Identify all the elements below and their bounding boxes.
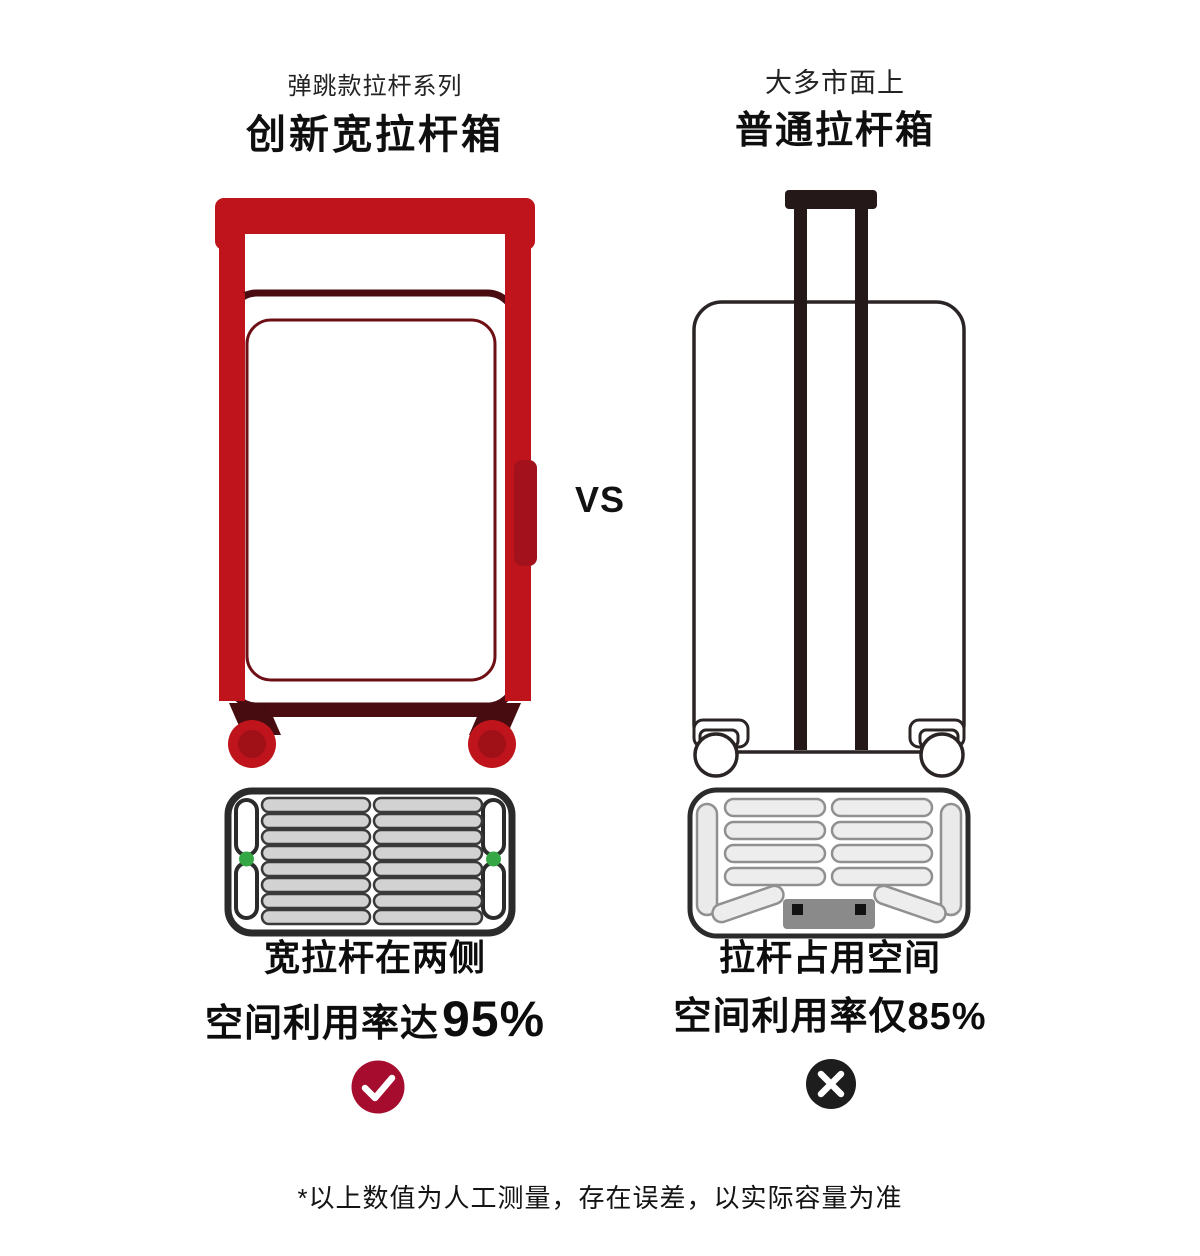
trolley-housing-block — [783, 899, 875, 929]
trolley-pole-left — [794, 205, 807, 750]
right-caption-line1: 拉杆占用空间 — [718, 937, 941, 978]
standard-trolley-topview-illustration — [687, 787, 971, 939]
right-tagline: 大多市面上 — [765, 68, 905, 98]
trolley-pole-socket — [792, 904, 803, 915]
packed-items — [260, 796, 484, 926]
side-item — [939, 802, 963, 917]
left-caption-prefix: 空间利用率达 — [204, 1003, 439, 1045]
wheel-right-hub — [478, 730, 506, 758]
side-tube-slot — [234, 798, 259, 857]
left-utilization-value: 95% — [441, 991, 546, 1047]
footnote: *以上数值为人工测量，存在误差，以实际容量为准 — [297, 1183, 903, 1213]
side-tube-slot — [234, 861, 259, 920]
trolley-pole-right — [855, 205, 868, 750]
suitcase-front-panel — [245, 318, 497, 682]
tube-indicator-dot — [239, 851, 254, 867]
side-tube-slot — [481, 798, 506, 857]
right-title: 普通拉杆箱 — [734, 110, 935, 152]
trolley-grip — [785, 190, 877, 209]
left-caption-line1: 宽拉杆在两侧 — [263, 937, 486, 978]
wide-trolley-topview-illustration — [224, 787, 516, 937]
right-caption-line2: 空间利用率仅85% — [673, 996, 987, 1038]
left-title: 创新宽拉杆箱 — [246, 113, 504, 157]
wide-trolley-suitcase-illustration — [215, 198, 537, 768]
wheel-left-hub — [238, 730, 266, 758]
left-header: 弹跳款拉杆系列 创新宽拉杆箱 — [205, 72, 545, 158]
wheel-right — [919, 732, 965, 778]
wheel-left — [693, 732, 739, 778]
tilted-item — [873, 884, 947, 924]
bottom-bar — [235, 703, 513, 717]
trolley-pole-socket — [855, 904, 866, 915]
side-item — [695, 802, 719, 917]
tilted-item — [711, 884, 785, 924]
vs-label: VS — [574, 479, 626, 520]
side-handle — [514, 460, 537, 566]
right-header: 大多市面上 普通拉杆箱 — [660, 68, 1010, 154]
packed-items — [723, 797, 934, 887]
trolley-top-bar — [215, 198, 535, 234]
tube-indicator-dot — [486, 851, 501, 867]
side-tube-slot — [481, 861, 506, 920]
check-circle — [351, 1060, 405, 1114]
standard-trolley-suitcase-illustration — [692, 190, 966, 778]
suitcase-body — [692, 300, 966, 754]
cross-icon — [806, 1059, 856, 1109]
left-tagline: 弹跳款拉杆系列 — [287, 73, 463, 100]
cross-mark — [817, 1070, 845, 1098]
trolley-tube-left-front — [219, 293, 245, 701]
check-mark — [361, 1074, 396, 1102]
check-icon — [351, 1060, 405, 1114]
right-caption: 拉杆占用空间 空间利用率仅85% — [630, 937, 1030, 1039]
